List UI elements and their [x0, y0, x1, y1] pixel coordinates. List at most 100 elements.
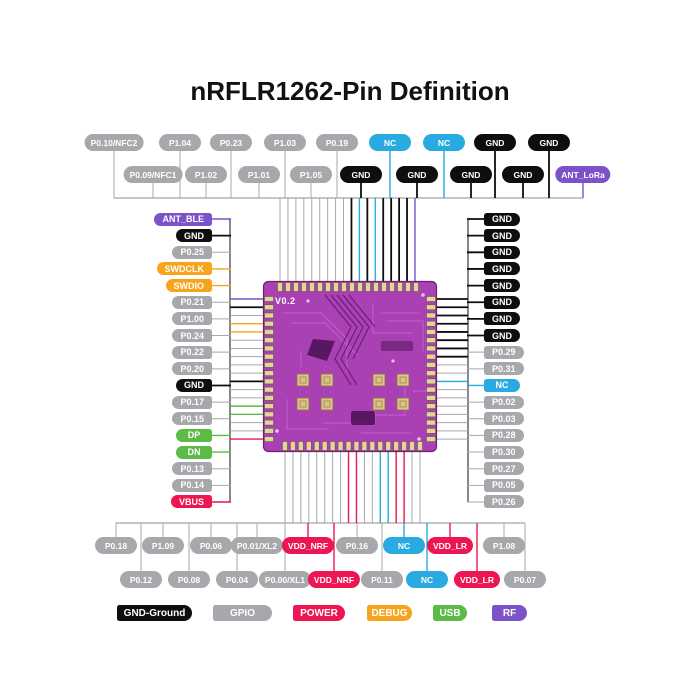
- solder-pad: [264, 411, 274, 418]
- solder-pad: [301, 282, 307, 292]
- solder-pad: [277, 282, 283, 292]
- pin-p0-03: P0.03: [484, 412, 524, 426]
- pin-p0-13: P0.13: [172, 462, 212, 476]
- pin-p0-27: P0.27: [484, 462, 524, 476]
- pin-p0-17: P0.17: [172, 395, 212, 409]
- solder-pad: [264, 378, 274, 385]
- chip-traces-dark: [324, 294, 376, 386]
- pin-p0-04: P0.04: [216, 571, 258, 588]
- solder-pad: [264, 296, 274, 302]
- solder-pad: [361, 441, 368, 451]
- legend-debug: DEBUG: [367, 605, 412, 621]
- solder-pad: [290, 441, 296, 451]
- pin-nc: NC: [484, 378, 520, 392]
- pin-p0-29: P0.29: [484, 345, 524, 359]
- solder-pad: [264, 312, 274, 319]
- solder-pad: [397, 282, 403, 292]
- solder-pad: [426, 353, 436, 360]
- pin-vdd-nrf: VDD_NRF: [307, 571, 361, 588]
- pin-p0-01-xl2: P0.01/XL2: [230, 537, 284, 554]
- solder-pad: [264, 345, 274, 352]
- solder-pad: [426, 337, 436, 344]
- pin-gnd: GND: [484, 245, 520, 259]
- solder-pad: [264, 395, 274, 401]
- pin-gnd: GND: [484, 212, 520, 226]
- solder-pad: [285, 282, 291, 292]
- pin-gnd: GND: [396, 166, 438, 183]
- solder-pad: [426, 411, 436, 418]
- pin-nc: NC: [406, 571, 448, 588]
- pin-p0-11: P0.11: [361, 571, 403, 588]
- solder-pad: [373, 282, 379, 292]
- pin-gnd: GND: [450, 166, 492, 183]
- chip-traces-light: [283, 303, 427, 434]
- solder-pad: [264, 362, 274, 368]
- pin-p0-23: P0.23: [210, 134, 252, 151]
- solder-pad: [426, 304, 436, 311]
- solder-pad: [357, 282, 363, 292]
- solder-pad: [385, 441, 392, 451]
- page-title: nRFLR1262-Pin Definition: [190, 76, 510, 106]
- pin-p0-28: P0.28: [484, 428, 524, 442]
- solder-pad: [264, 337, 274, 344]
- pin-p1-03: P1.03: [264, 134, 306, 151]
- solder-pad: [409, 441, 415, 451]
- pin-gnd: GND: [176, 229, 212, 243]
- solder-pad: [264, 428, 274, 434]
- pin-p0-21: P0.21: [172, 295, 212, 309]
- solder-pad: [426, 378, 436, 385]
- pin-vdd-lr: VDD_LR: [426, 537, 474, 554]
- solder-pad: [405, 282, 411, 292]
- pin-p0-31: P0.31: [484, 362, 524, 376]
- solder-pad: [426, 329, 436, 335]
- pin-p0-20: P0.20: [172, 362, 212, 376]
- solder-pad: [365, 282, 371, 292]
- pin-p0-10-nfc2: P0.10/NFC2: [84, 134, 144, 151]
- pin-p0-09-nfc1: P0.09/NFC1: [123, 166, 183, 183]
- solder-pad: [381, 282, 387, 292]
- pin-ant-ble: ANT_BLE: [154, 212, 212, 226]
- pin-vbus: VBUS: [170, 495, 212, 509]
- solder-pad: [341, 282, 347, 292]
- solder-pad: [345, 441, 352, 451]
- pin-p0-22: P0.22: [172, 345, 212, 359]
- solder-pad: [333, 282, 339, 292]
- pin-gnd: GND: [484, 312, 520, 326]
- pin-p1-08: P1.08: [483, 537, 525, 554]
- solder-pad: [426, 436, 436, 442]
- solder-pad: [426, 395, 436, 401]
- pin-p0-12: P0.12: [120, 571, 162, 588]
- solder-pad: [264, 386, 274, 393]
- pin-gnd: GND: [176, 378, 212, 392]
- chip-patch: [351, 411, 375, 425]
- pin-vdd-lr: VDD_LR: [453, 571, 501, 588]
- solder-pad: [309, 282, 315, 292]
- pin-p0-07: P0.07: [504, 571, 546, 588]
- pin-p0-08: P0.08: [168, 571, 210, 588]
- chip-module-photo: V0.2: [262, 280, 438, 453]
- solder-pad: [337, 441, 344, 451]
- solder-pad: [353, 441, 360, 451]
- pin-swdio: SWDIO: [165, 279, 212, 293]
- legend-gpio: GPIO: [213, 605, 272, 621]
- solder-pad: [317, 282, 323, 292]
- solder-pad: [329, 441, 336, 451]
- pin-nc: NC: [369, 134, 411, 151]
- pin-p0-15: P0.15: [172, 412, 212, 426]
- pin-gnd: GND: [484, 279, 520, 293]
- legend-power: POWER: [293, 605, 345, 621]
- chip-patch: [307, 339, 335, 361]
- solder-pad: [264, 370, 274, 376]
- pin-dn: DN: [176, 445, 212, 459]
- solder-pad: [264, 304, 274, 311]
- legend-gnd: GND-Ground: [117, 605, 192, 621]
- solder-pad: [413, 282, 419, 292]
- pin-p0-02: P0.02: [484, 395, 524, 409]
- solder-pad: [313, 441, 320, 451]
- solder-pad: [426, 419, 436, 426]
- solder-pad: [264, 403, 274, 409]
- solder-pad: [298, 441, 304, 451]
- pin-p1-00: P1.00: [172, 312, 212, 326]
